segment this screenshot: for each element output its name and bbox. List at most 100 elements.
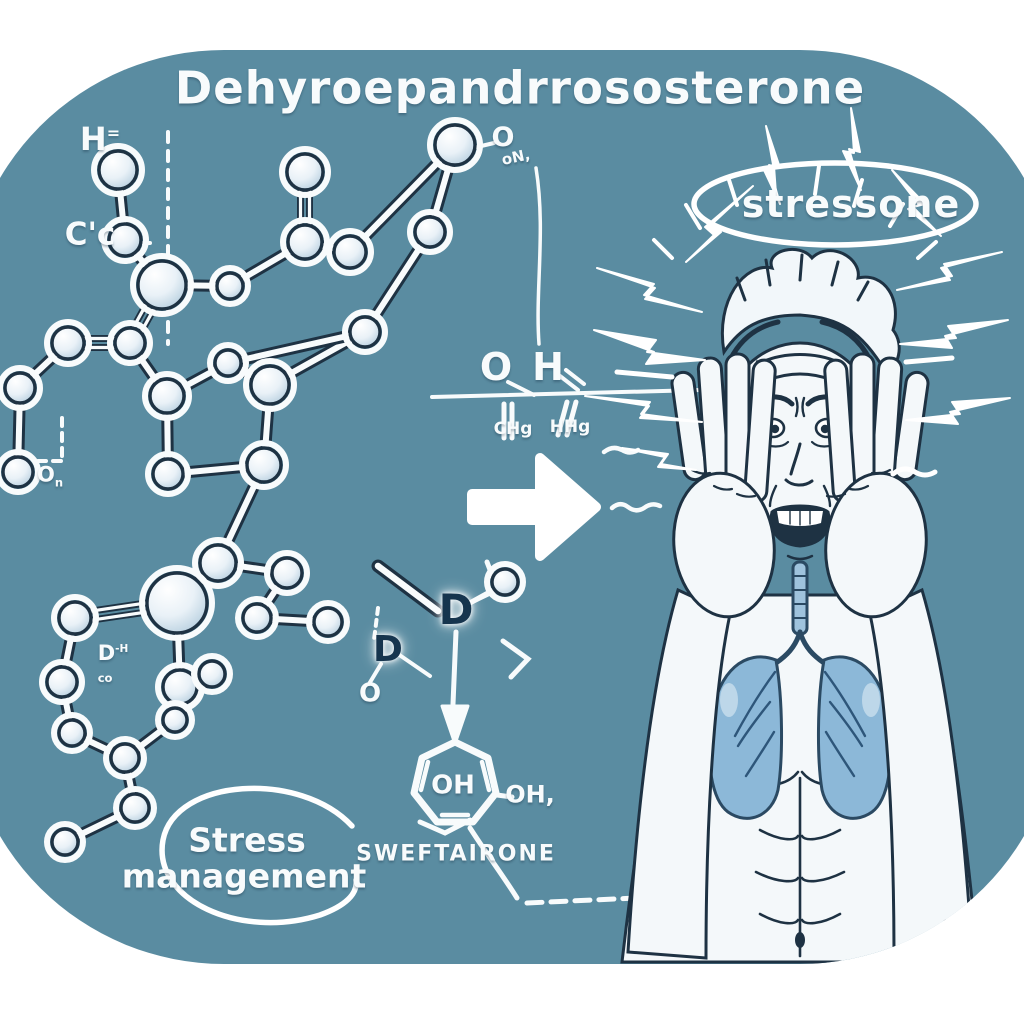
molecule-ball — [198, 543, 238, 583]
molecule-ball — [136, 259, 188, 311]
lungs-illustration — [707, 560, 893, 820]
molecule-ball — [245, 446, 283, 484]
molecule-ball — [490, 567, 520, 597]
lightning-bolt-icon — [896, 251, 1003, 291]
molecule-ball — [3, 371, 37, 405]
molecule-ball — [413, 215, 447, 249]
c-label: C'c — [64, 216, 116, 253]
h-label: H= — [80, 122, 120, 157]
navel — [795, 932, 805, 948]
molecule-ball — [213, 348, 243, 378]
stressone-label: stressone — [741, 182, 961, 227]
molecule-ball — [50, 325, 86, 361]
formula-chg-label: CHg — [493, 419, 533, 440]
molecule-ball-halo — [51, 712, 93, 754]
molecule-ball-halo — [107, 320, 153, 366]
molecule-ball — [113, 326, 147, 360]
lightning-bolt-icon — [899, 319, 1009, 349]
molecule-ball-halo — [103, 736, 147, 780]
molecule-ball-halo — [192, 537, 244, 589]
molecule-ball-halo — [91, 143, 145, 197]
molecule-ball — [145, 571, 209, 635]
molecule-ball — [50, 827, 80, 857]
molecule-ball-halo — [44, 821, 86, 863]
molecule-ball — [332, 234, 368, 270]
stress-management-oval — [159, 785, 359, 926]
stressone-oval — [691, 160, 979, 248]
molecule-ball-halo — [306, 600, 350, 644]
left-forearm — [626, 587, 732, 960]
lightning-bolt-icon — [621, 447, 697, 471]
label-connector-line — [534, 166, 543, 346]
o-top-label: O — [491, 121, 515, 153]
molecule-ball — [433, 123, 477, 167]
molecule-ball — [148, 377, 186, 415]
o-left-sub: n — [54, 475, 64, 490]
d-upper-label: D — [438, 584, 474, 634]
lightning-bolt-icon — [905, 397, 1011, 425]
molecule-ball-halo — [113, 786, 157, 830]
molecule-ball — [348, 315, 382, 349]
molecule-ball-halo — [264, 550, 310, 596]
molecule-ball-halo — [0, 449, 41, 495]
d-lower-label: D — [373, 629, 403, 671]
molecule-ball-halo — [155, 700, 195, 740]
lightning-bolt-icon — [584, 395, 703, 423]
left-hand — [626, 352, 777, 960]
molecule-ball — [57, 600, 93, 636]
stressed-man-figure — [620, 247, 980, 964]
right-arrow-icon — [467, 453, 601, 561]
molecule-ball — [249, 364, 291, 406]
molecule-ball-halo — [484, 561, 526, 603]
molecule-ball-halo — [427, 117, 483, 173]
molecule-ball-halo — [39, 659, 85, 705]
molecule-ball-halo — [142, 371, 192, 421]
molecule-ball-halo — [239, 440, 289, 490]
formula-o-label: O — [479, 345, 513, 390]
molecule-bond — [225, 329, 368, 366]
molecule-ball-halo — [130, 253, 194, 317]
formula-axis — [430, 388, 702, 399]
dh-sup: -H — [115, 642, 129, 655]
ring-oh2-label: OH, — [505, 780, 555, 809]
ring-pin — [440, 704, 470, 746]
molecule-ball-halo — [342, 309, 388, 355]
molecule-ball-halo — [235, 596, 279, 640]
molecule-ball-halo — [243, 358, 297, 412]
molecule-ball-halo — [139, 565, 215, 641]
molecule-ball-halo — [407, 209, 453, 255]
lightning-bolt-icon — [596, 267, 703, 313]
o-left-base: O — [36, 462, 55, 487]
molecule-ball-halo — [145, 451, 191, 497]
molecule-ball — [270, 556, 304, 590]
molecule-ball — [286, 223, 324, 261]
molecule-bond — [374, 562, 442, 615]
dh-base: D — [97, 640, 116, 665]
molecule-ball-halo — [51, 594, 99, 642]
molecule-ball-halo — [101, 216, 149, 264]
molecule-ball — [161, 706, 189, 734]
o-small-label: O — [358, 678, 382, 709]
hair — [721, 247, 901, 374]
aromatic-ring — [410, 738, 500, 826]
dh-label: D-H co — [98, 642, 129, 686]
page-title: Dehyroepandrrososterone — [174, 61, 866, 115]
molecule-ball-halo — [0, 365, 43, 411]
molecule-ball — [97, 149, 139, 191]
molecule-ball — [109, 742, 141, 774]
molecule-ball — [197, 659, 227, 689]
leader-curve — [467, 825, 520, 901]
dh-sub: co — [97, 671, 113, 685]
molecule-ball — [312, 606, 344, 638]
left-palm — [672, 471, 776, 619]
ring-oh-label: OH — [431, 770, 475, 801]
molecule-ball — [285, 152, 325, 192]
compound-name-label: SWEFTAIRONE — [356, 841, 556, 867]
molecule-ball-halo — [326, 228, 374, 276]
molecule-ball — [57, 718, 87, 748]
lung-veins — [733, 670, 867, 778]
formula-h-label: H — [532, 345, 564, 390]
molecule-ball — [45, 665, 79, 699]
molecule-illustration — [0, 117, 526, 863]
